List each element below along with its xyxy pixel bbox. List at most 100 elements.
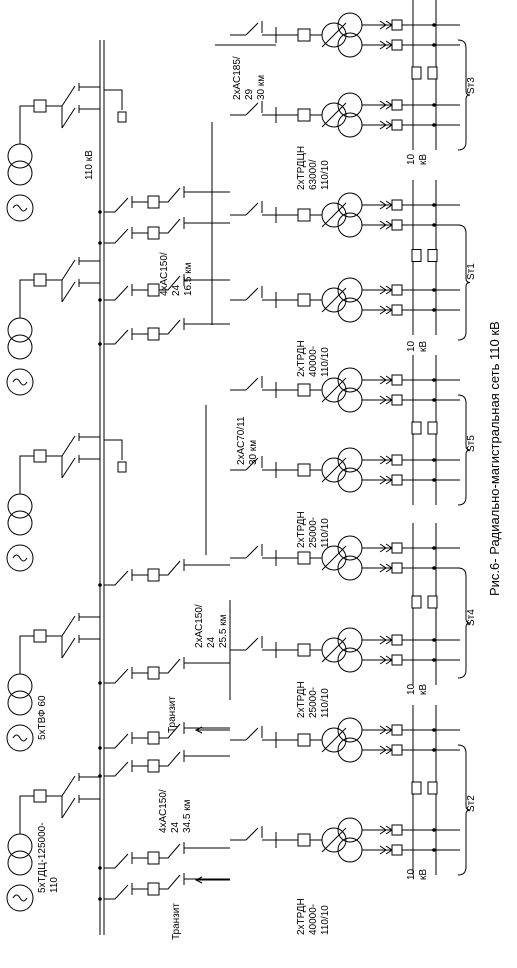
disconnector xyxy=(245,827,259,841)
junction-dot xyxy=(98,681,102,685)
transformer-label: 40000- xyxy=(308,904,319,935)
line-bay xyxy=(98,217,230,245)
junction-dot xyxy=(432,223,436,227)
line-breaker xyxy=(147,851,160,865)
substation-name: Ѕт1 xyxy=(466,263,477,280)
sine-wave-icon xyxy=(12,204,28,212)
transformer-breaker xyxy=(297,293,311,307)
sine-wave-icon xyxy=(12,378,28,386)
lv-section-breaker xyxy=(427,66,438,80)
lv-breaker xyxy=(391,474,403,486)
junction-dot xyxy=(432,288,436,292)
lv-voltage-label: 10 xyxy=(406,153,417,165)
disconnector xyxy=(104,329,129,345)
lv-breaker xyxy=(391,394,403,406)
junction-dot xyxy=(98,897,102,901)
disconnector xyxy=(61,281,76,303)
arrow-icon xyxy=(194,726,203,734)
lv-breaker xyxy=(391,844,403,856)
disconnector xyxy=(159,319,181,335)
junction-dot xyxy=(432,566,436,570)
disconnector xyxy=(245,287,259,301)
transformer-label: 2хТРДН xyxy=(296,898,307,935)
transformer-label: 63000/ xyxy=(308,159,319,190)
sine-wave-icon xyxy=(12,894,28,902)
plug-icon xyxy=(379,200,387,210)
substation-circuit xyxy=(230,192,460,238)
wire xyxy=(19,455,34,494)
disconnector xyxy=(61,797,76,819)
transformer-winding xyxy=(321,827,347,853)
disconnector xyxy=(245,102,259,116)
generator-unit xyxy=(6,613,100,752)
plug-icon xyxy=(379,635,387,645)
disconnector xyxy=(245,457,259,471)
tap-changer-arrow xyxy=(321,637,347,663)
arrow-icon xyxy=(194,876,203,884)
tap-changer-arrow xyxy=(321,457,347,483)
substation-brace xyxy=(457,39,471,151)
substation-circuit xyxy=(230,367,460,413)
junction-dot xyxy=(432,308,436,312)
lv-breaker xyxy=(391,824,403,836)
junction-dot xyxy=(432,398,436,402)
plug-icon xyxy=(379,20,387,30)
disconnector xyxy=(159,187,181,203)
line-breaker xyxy=(147,759,160,773)
generator-breaker xyxy=(33,629,47,643)
line-bay xyxy=(98,657,230,685)
lv-section-breaker xyxy=(427,249,438,262)
plug-icon xyxy=(379,845,387,855)
substation-circuit xyxy=(230,717,460,763)
transformer-label: 25000- xyxy=(308,517,319,548)
transformer-label: 110/10 xyxy=(320,160,331,190)
bus-section-breaker xyxy=(117,111,127,123)
junction-dot xyxy=(432,458,436,462)
plug-icon xyxy=(379,543,387,553)
substation-brace xyxy=(457,567,471,679)
lv-breaker xyxy=(391,284,403,296)
generator-label: 5хТВФ 60 xyxy=(37,695,48,740)
transit-label: Транзит xyxy=(167,696,178,733)
transformer-winding xyxy=(7,690,33,716)
tap-changer-arrow xyxy=(321,377,347,403)
transformer-winding xyxy=(321,727,347,753)
transformer-label: 110/10 xyxy=(320,905,331,935)
disconnector xyxy=(61,435,76,457)
disconnector xyxy=(61,85,76,107)
line-label: 2хАС150/ xyxy=(194,604,205,648)
plug-icon xyxy=(379,100,387,110)
disconnector xyxy=(104,285,129,301)
lv-voltage-label: 10 xyxy=(406,340,417,352)
disconnector xyxy=(245,22,259,36)
line-bay xyxy=(98,722,230,750)
disconnector xyxy=(245,545,259,559)
line-bay xyxy=(98,186,230,214)
bus-label: 110 кВ xyxy=(84,150,95,180)
plug-icon xyxy=(379,475,387,485)
junction-dot xyxy=(432,203,436,207)
disconnector xyxy=(104,570,129,586)
line-label: 34.5 км xyxy=(182,799,193,833)
disconnector xyxy=(245,377,259,391)
line-breaker xyxy=(147,568,160,582)
transformer-label: 40000- xyxy=(308,346,319,377)
transformer-winding xyxy=(7,317,33,343)
transformer-label: 2хТРДЦН xyxy=(296,146,307,190)
line-label: 25.5 км xyxy=(218,614,229,648)
lv-section-breaker xyxy=(411,249,422,262)
generator-breaker xyxy=(33,789,47,803)
wire xyxy=(104,89,123,110)
transformer-breaker xyxy=(297,383,311,397)
transformer-label: 110/10 xyxy=(320,688,331,718)
transformer-breaker xyxy=(297,551,311,565)
junction-dot xyxy=(432,848,436,852)
disconnector xyxy=(159,874,181,890)
junction-dot xyxy=(432,748,436,752)
plug-icon xyxy=(379,375,387,385)
lv-voltage-label: кВ xyxy=(418,684,429,695)
plug-icon xyxy=(379,725,387,735)
lv-breaker xyxy=(391,744,403,756)
